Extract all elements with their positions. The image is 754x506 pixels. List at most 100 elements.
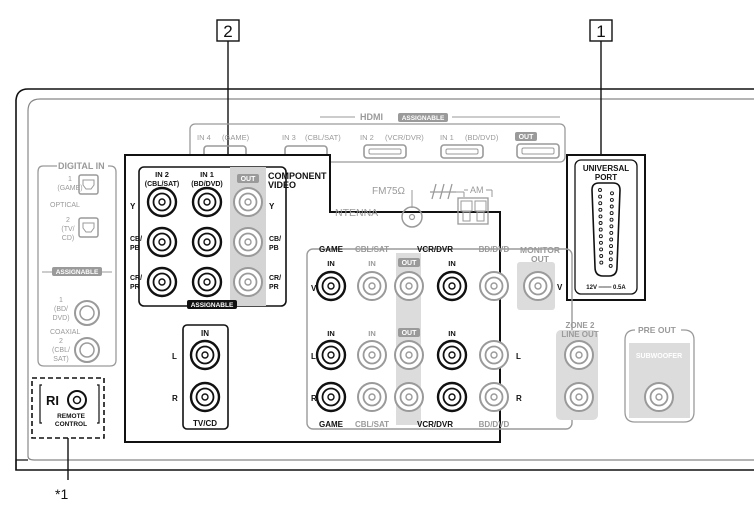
digital-in-title: DIGITAL IN — [58, 161, 105, 171]
av-vcrdvr-out-2: OUT — [402, 330, 418, 337]
callout-2: 2 — [216, 19, 240, 155]
remote-control-label-1: REMOTE — [57, 413, 85, 420]
digital-in-assignable-badge: ASSIGNABLE — [56, 269, 99, 276]
hdmi-in4-label: IN 4 — [197, 133, 211, 142]
optical-1-number: 1 — [68, 176, 72, 183]
component-out-y-jack[interactable] — [233, 187, 263, 217]
cblsat-l-jack[interactable] — [357, 340, 387, 370]
coaxial-1-source-2: DVD) — [52, 315, 69, 322]
component-in1-y-jack[interactable] — [191, 186, 223, 218]
bddvd-r-jack[interactable] — [479, 382, 509, 412]
av-cblsat-bottom: CBL/SAT — [355, 420, 389, 429]
universal-port-connector[interactable] — [591, 182, 621, 277]
zone2-title-1: ZONE 2 — [566, 321, 595, 330]
monitor-out-v-jack[interactable] — [523, 271, 553, 301]
tvcd-r-label: R — [172, 394, 178, 403]
side-l-label: L — [516, 352, 521, 361]
hdmi-in2-sub: (VCR/DVR) — [385, 133, 424, 142]
coaxial-1-number: 1 — [59, 297, 63, 304]
fm-antenna-jack[interactable] — [401, 206, 423, 228]
cblsat-v-jack[interactable] — [357, 271, 387, 301]
am-antenna-terminals[interactable] — [457, 197, 489, 225]
remote-control-section: RI REMOTE CONTROL *1 — [31, 377, 105, 502]
coaxial-2-number: 2 — [59, 338, 63, 345]
coaxial-1-source-1: (BD/ — [54, 306, 68, 313]
tvcd-l-jack[interactable] — [189, 339, 221, 371]
monitor-out-v-label: V — [557, 283, 563, 292]
remote-control-jack[interactable] — [67, 390, 87, 410]
callout-1-label: 1 — [596, 22, 605, 41]
coaxial-2-source-2: SAT) — [53, 356, 68, 363]
ri-label: RI — [46, 393, 59, 408]
hdmi-in4-sub: (GAME) — [222, 133, 250, 142]
antenna-label: NTENNA — [335, 207, 378, 219]
vcrdvr-in-r-jack[interactable] — [436, 381, 468, 413]
av-bddvd-top: BD/DVD — [479, 245, 510, 254]
optical-port-2[interactable] — [78, 217, 99, 238]
zone2-r-jack[interactable] — [564, 382, 594, 412]
zone2-title-2: LINE OUT — [561, 330, 598, 339]
callout-1: 1 — [589, 19, 613, 155]
am-antenna-label: AM — [470, 185, 484, 195]
av-game-in-1: IN — [327, 259, 335, 268]
component-in2-pb-jack[interactable] — [146, 226, 178, 258]
hdmi-in1-label: IN 1 — [440, 133, 454, 142]
vcrdvr-out-v-jack[interactable] — [394, 271, 424, 301]
component-in2-pr-jack[interactable] — [146, 266, 178, 298]
callout-2-label: 2 — [223, 22, 232, 41]
vcrdvr-out-r-jack[interactable] — [394, 382, 424, 412]
component-out-pb-jack[interactable] — [233, 227, 263, 257]
hdmi-in3-label: IN 3 — [282, 133, 296, 142]
bddvd-l-jack[interactable] — [479, 340, 509, 370]
preout-title: PRE OUT — [638, 325, 677, 335]
cblsat-r-jack[interactable] — [357, 382, 387, 412]
tvcd-r-jack[interactable] — [189, 381, 221, 413]
hdmi-port-in1[interactable] — [440, 144, 484, 159]
bddvd-v-jack[interactable] — [479, 271, 509, 301]
coaxial-label: COAXIAL — [50, 329, 80, 336]
hdmi-in2-label: IN 2 — [360, 133, 374, 142]
component-in1-pr-jack[interactable] — [191, 266, 223, 298]
component-in1-pb-jack[interactable] — [191, 226, 223, 258]
subwoofer-jack[interactable] — [644, 382, 674, 412]
tvcd-l-label: L — [172, 352, 177, 361]
monitor-out-title-1: MONITOR — [520, 245, 560, 255]
av-vcrdvr-in-2: IN — [448, 329, 456, 338]
optical-port-1[interactable] — [78, 174, 99, 195]
hdmi-in1-sub: (BD/DVD) — [465, 133, 499, 142]
component-cb-left: CB/ — [130, 236, 142, 243]
zone2-l-jack[interactable] — [564, 340, 594, 370]
game-l-jack[interactable] — [315, 339, 347, 371]
component-cr-right: CR/ — [269, 275, 281, 282]
component-in1-sub: (BD/DVD) — [191, 181, 223, 188]
coaxial-2-source-1: (CBL/ — [52, 347, 70, 354]
universal-port-title-1: UNIVERSAL — [583, 164, 629, 173]
coaxial-jack-1[interactable] — [74, 300, 100, 326]
antenna-section: FM75Ω AM NTENNA — [335, 183, 493, 228]
hdmi-port-in2[interactable] — [363, 144, 407, 159]
digital-in-section: DIGITAL IN 1 (GAME) OPTICAL 2 (TV/ CD) A… — [37, 161, 117, 367]
subwoofer-label: SUBWOOFER — [636, 353, 682, 360]
optical-1-source: (GAME) — [57, 185, 82, 192]
universal-port-title-2: PORT — [595, 173, 617, 182]
av-vcrdvr-bottom: VCR/DVR — [417, 420, 453, 429]
component-out-pr-jack[interactable] — [233, 267, 263, 297]
component-in2-y-jack[interactable] — [146, 186, 178, 218]
component-title-2: VIDEO — [268, 180, 296, 190]
av-game-in-2: IN — [327, 329, 335, 338]
component-cb-right: CB/ — [269, 236, 281, 243]
hdmi-title: HDMI — [360, 112, 383, 122]
remote-control-label-2: CONTROL — [55, 421, 87, 428]
hdmi-assignable-badge: ASSIGNABLE — [402, 115, 445, 122]
game-r-jack[interactable] — [315, 381, 347, 413]
component-in2-sub: (CBL/SAT) — [145, 181, 179, 188]
monitor-out-title-2: OUT — [531, 254, 550, 264]
vcrdvr-in-v-jack[interactable] — [436, 270, 468, 302]
vcrdvr-out-l-jack[interactable] — [394, 340, 424, 370]
coaxial-jack-2[interactable] — [74, 337, 100, 363]
hdmi-port-out[interactable] — [516, 143, 560, 159]
av-r-label: R — [311, 394, 317, 403]
component-pr-left: PR — [130, 284, 140, 291]
vcrdvr-in-l-jack[interactable] — [436, 339, 468, 371]
game-v-jack[interactable] — [315, 270, 347, 302]
